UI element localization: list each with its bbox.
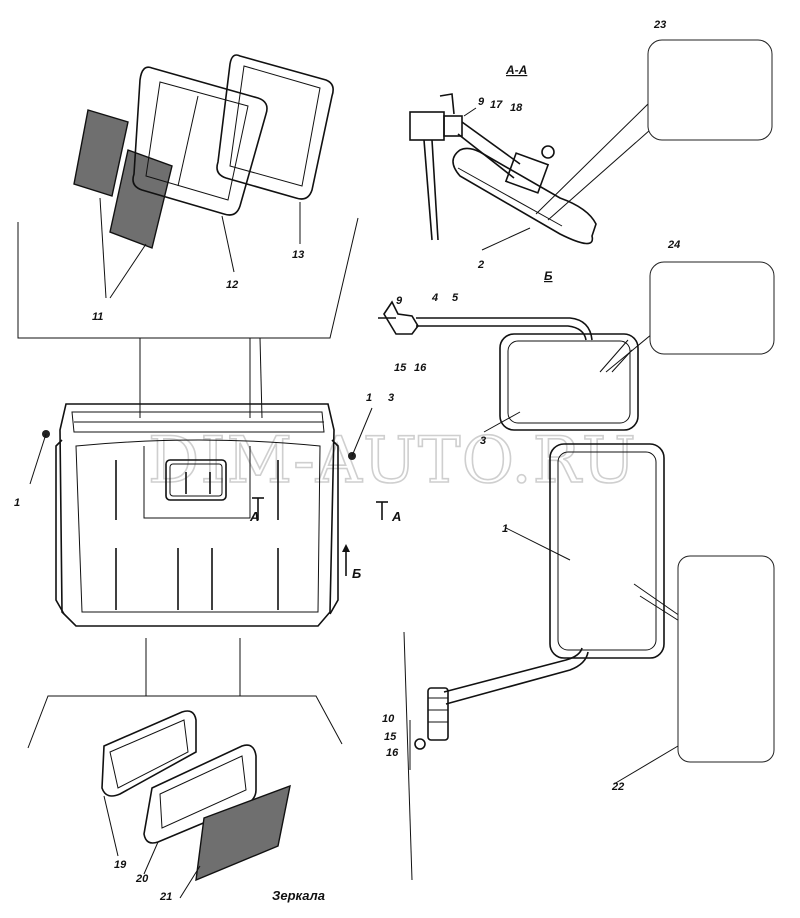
caption: Зеркала xyxy=(272,888,325,903)
cab-roof xyxy=(29,403,388,627)
callout-24: 24 xyxy=(667,239,680,251)
top-leader-lines xyxy=(17,217,359,419)
callout-16-b: 16 xyxy=(414,362,427,374)
callout-1-right: 1 xyxy=(366,392,372,404)
seal-frame-13 xyxy=(216,54,334,200)
label-box-22 xyxy=(677,555,775,763)
glass-19 xyxy=(101,710,197,797)
watermark: DIM-AUTO.RU xyxy=(148,424,637,498)
mirror-large-outer xyxy=(549,443,665,659)
callout-12: 12 xyxy=(226,279,238,291)
callout-20: 20 xyxy=(135,873,149,885)
glass-pane-11b xyxy=(109,149,173,249)
callout-3-mirror: 3 xyxy=(480,435,486,447)
callout-15-lower: 15 xyxy=(384,731,397,743)
mirror-small-inner xyxy=(507,340,631,424)
callout-9-aa: 9 xyxy=(478,96,485,108)
callout-3-right: 3 xyxy=(388,392,394,404)
label-box-24 xyxy=(649,261,775,355)
callout-21: 21 xyxy=(159,891,172,903)
callout-19: 19 xyxy=(114,859,127,871)
callout-5: 5 xyxy=(452,292,459,304)
mirror-small-outer xyxy=(499,333,639,431)
callout-17: 17 xyxy=(490,99,503,111)
seal-frame-12 xyxy=(132,66,268,216)
callout-16-lower: 16 xyxy=(386,747,399,759)
callout-2: 2 xyxy=(477,259,484,271)
section-aa xyxy=(409,93,651,251)
section-b xyxy=(378,300,685,881)
callout-22: 22 xyxy=(611,781,624,793)
section-mark-a-right: А xyxy=(391,509,401,524)
callout-9-b: 9 xyxy=(396,295,403,307)
section-title-aa: А-А xyxy=(505,63,527,77)
mirror-large-inner xyxy=(557,451,657,651)
callout-15-b: 15 xyxy=(394,362,407,374)
callout-11: 11 xyxy=(92,311,103,323)
bottom-leader-lines xyxy=(27,638,343,749)
glass-pane-11a xyxy=(73,109,129,197)
callout-18: 18 xyxy=(510,102,523,114)
callout-1-mirror: 1 xyxy=(502,523,508,535)
seal-frame-20 xyxy=(143,744,257,844)
section-mark-b: Б xyxy=(352,566,361,581)
callout-23: 23 xyxy=(653,19,666,31)
callout-10: 10 xyxy=(382,713,395,725)
section-mark-a-left: А xyxy=(249,509,259,524)
glass-pane-21 xyxy=(195,784,291,882)
label-box-23 xyxy=(647,39,773,141)
callout-4: 4 xyxy=(431,292,438,304)
callout-1-left: 1 xyxy=(14,497,20,509)
section-title-b: Б xyxy=(544,269,553,283)
top-window-group xyxy=(73,54,334,299)
bottom-window-group xyxy=(101,710,291,899)
mirror-head-2 xyxy=(452,147,597,245)
callout-13: 13 xyxy=(292,249,304,261)
